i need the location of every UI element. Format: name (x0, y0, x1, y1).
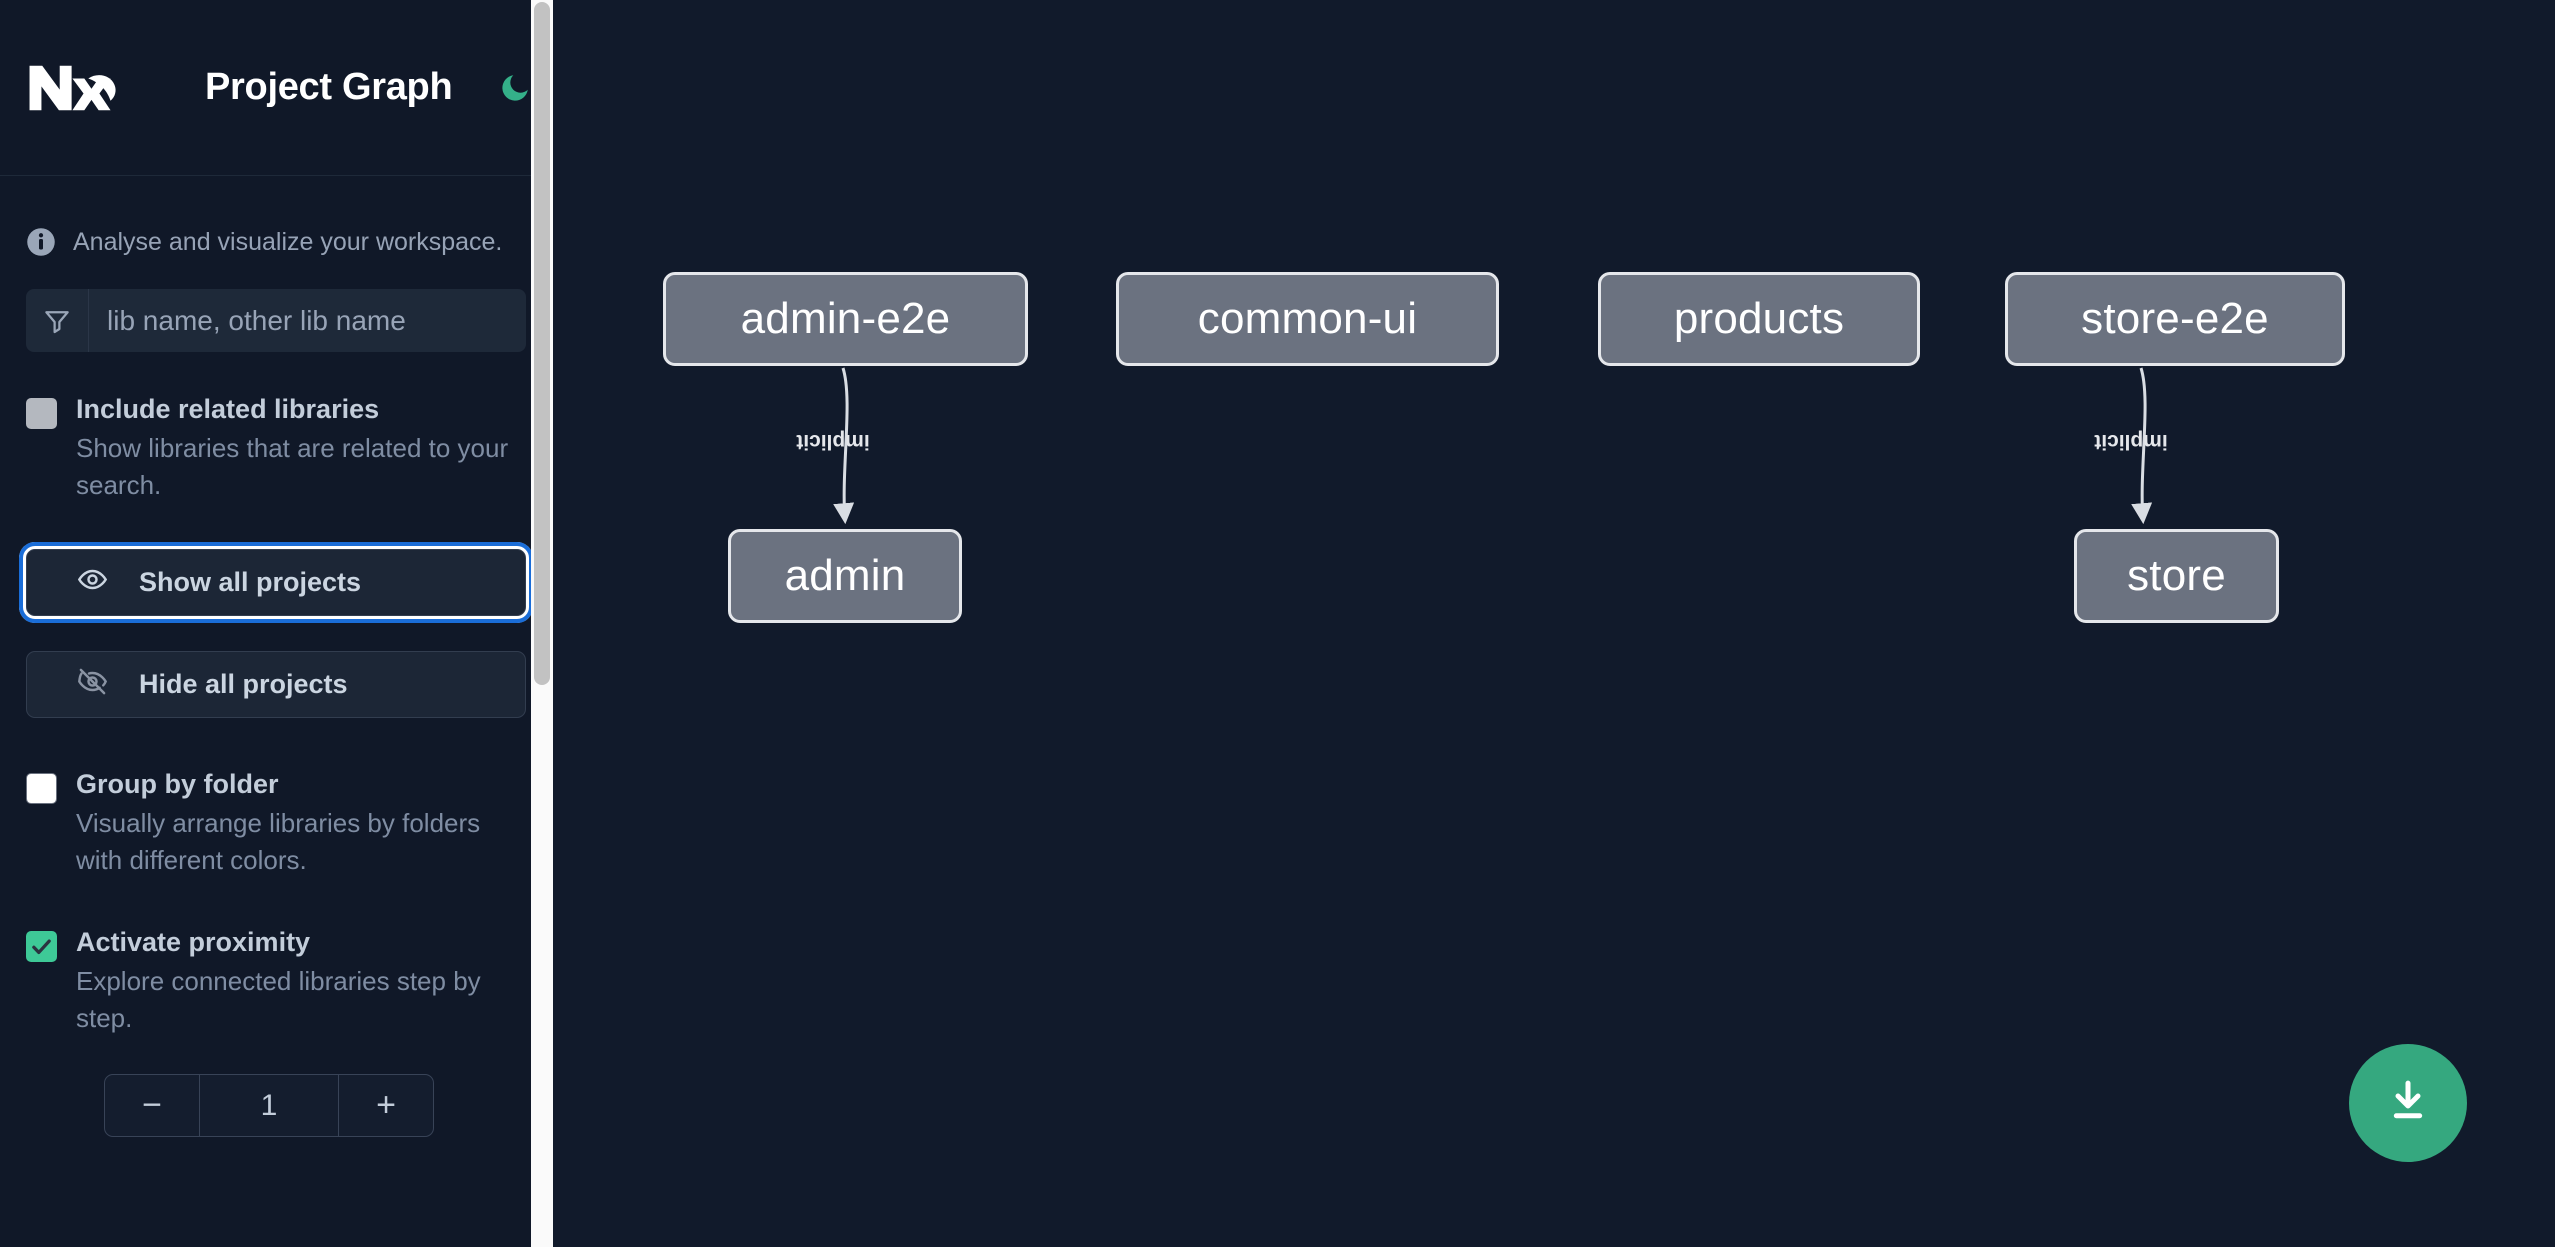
graph-canvas[interactable]: admin-e2e common-ui products store-e2e a… (553, 0, 2555, 1247)
search-input[interactable] (89, 289, 526, 352)
option-label: Activate proximity (76, 927, 311, 958)
nx-logo-icon (26, 61, 122, 115)
checkbox-include-related-libraries[interactable] (26, 398, 57, 429)
node-label: common-ui (1197, 294, 1418, 343)
checkbox-activate-proximity[interactable] (26, 931, 57, 963)
sidebar-header: Project Graph (0, 0, 553, 176)
graph-node-admin-e2e[interactable]: admin-e2e (663, 272, 1028, 366)
graph-node-admin[interactable]: admin (728, 529, 962, 623)
option-group-by-folder[interactable]: Group by folder Visually arrange librari… (26, 766, 527, 879)
checkbox-group-by-folder[interactable] (26, 773, 57, 805)
node-label: products (1673, 294, 1845, 343)
proximity-decrement-button[interactable]: − (105, 1075, 200, 1137)
page-title: Project Graph (205, 66, 453, 108)
option-label: Group by folder (76, 769, 279, 800)
sidebar: Project Graph Analyse and visualize your… (0, 0, 553, 1247)
node-label: store-e2e (2081, 294, 2269, 343)
node-label: admin-e2e (740, 294, 951, 343)
node-label: admin (784, 551, 906, 600)
moon-icon[interactable] (494, 67, 536, 109)
sidebar-scrollbar-thumb[interactable] (534, 2, 550, 685)
option-description: Show libraries that are related to your … (76, 433, 509, 501)
graph-node-store-e2e[interactable]: store-e2e (2005, 272, 2345, 366)
option-label: Include related libraries (76, 394, 380, 424)
proximity-increment-button[interactable]: + (338, 1075, 433, 1137)
option-description: Explore connected libraries step by step… (76, 966, 481, 1034)
blurb-text: Analyse and visualize your workspace. (73, 227, 503, 256)
option-include-related-libraries[interactable]: Include related libraries Show libraries… (26, 391, 527, 504)
show-all-projects-button[interactable]: Show all projects (19, 542, 533, 624)
download-graph-button[interactable] (2349, 1044, 2467, 1162)
eye-off-icon (77, 666, 108, 704)
proximity-stepper[interactable]: − 1 + (104, 1074, 434, 1138)
info-icon (26, 227, 56, 257)
show-all-projects-label: Show all projects (139, 567, 362, 598)
graph-edges (833, 367, 2153, 525)
hide-all-projects-button[interactable]: Hide all projects (26, 651, 526, 719)
hide-all-projects-label: Hide all projects (139, 669, 348, 700)
sidebar-scrollbar[interactable] (531, 0, 553, 1247)
option-description: Visually arrange libraries by folders wi… (76, 808, 481, 876)
graph-node-common-ui[interactable]: common-ui (1116, 272, 1499, 366)
proximity-value: 1 (260, 1088, 278, 1122)
workspace-blurb: Analyse and visualize your workspace. (26, 176, 527, 261)
graph-node-products[interactable]: products (1598, 272, 1920, 366)
edge-label-admin-e2e-admin: implicit (796, 429, 870, 453)
node-label: store (2127, 551, 2226, 600)
search-box[interactable] (26, 289, 526, 352)
download-icon (2383, 1076, 2433, 1131)
edge-label-store-e2e-store: implicit (2094, 429, 2168, 453)
sidebar-body: Analyse and visualize your workspace. In… (0, 176, 553, 1138)
eye-icon (77, 564, 108, 602)
visibility-button-group: Show all projects Hide all projects (19, 542, 533, 719)
option-activate-proximity[interactable]: Activate proximity Explore connected lib… (26, 924, 527, 1037)
graph-node-store[interactable]: store (2074, 529, 2279, 623)
filter-funnel-icon (26, 289, 89, 352)
